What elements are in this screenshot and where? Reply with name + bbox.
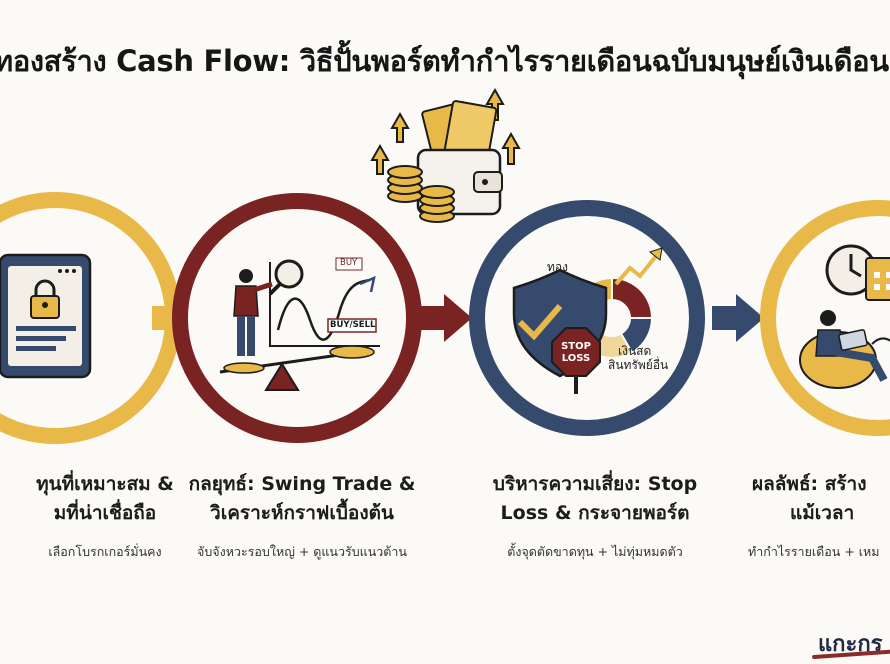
step-4-circle [760, 200, 890, 436]
step-2-circle [172, 193, 422, 443]
step-2-subtitle: จับจังหวะรอบใหญ่ + ดูแนวรับแนวต้าน [197, 544, 407, 559]
cash-label: เงินสด [618, 344, 652, 358]
gold-label: ทอง [547, 260, 568, 274]
arrow-3-icon [712, 294, 764, 342]
stop-loss-icon [551, 327, 601, 394]
buy-label: BUY [340, 258, 358, 268]
step-1-circle [0, 192, 181, 444]
buy-sell-label: BUY/SELL [330, 320, 376, 330]
step-4-title: ผลลัพธ์: สร้างแม้เวลา [752, 473, 867, 524]
step-4-subtitle: ทำกำไรรายเดือน + เหม [748, 544, 880, 559]
arrow-2-icon [420, 294, 472, 342]
other-assets-label: สินทรัพย์อื่น [608, 358, 669, 372]
wallet-coins-icon [370, 87, 521, 223]
step-1-title: ทุนที่เหมาะสม &มที่น่าเชื่อถือ [36, 473, 174, 524]
arrow-1-icon [152, 294, 188, 342]
step-3-circle [469, 200, 705, 436]
step-2-title: กลยุทธ์: Swing Trade &วิเคราะห์กราฟเบื้อ… [188, 473, 416, 524]
step-3-subtitle: ตั้งจุดตัดขาดทุน + ไม่ทุ่มหมดตัว [507, 544, 683, 559]
page-title: ทองสร้าง Cash Flow: วิธีปั้นพอร์ตทำกำไรร… [0, 44, 889, 78]
step-1-subtitle: เลือกโบรกเกอร์มั่นคง [48, 544, 162, 559]
